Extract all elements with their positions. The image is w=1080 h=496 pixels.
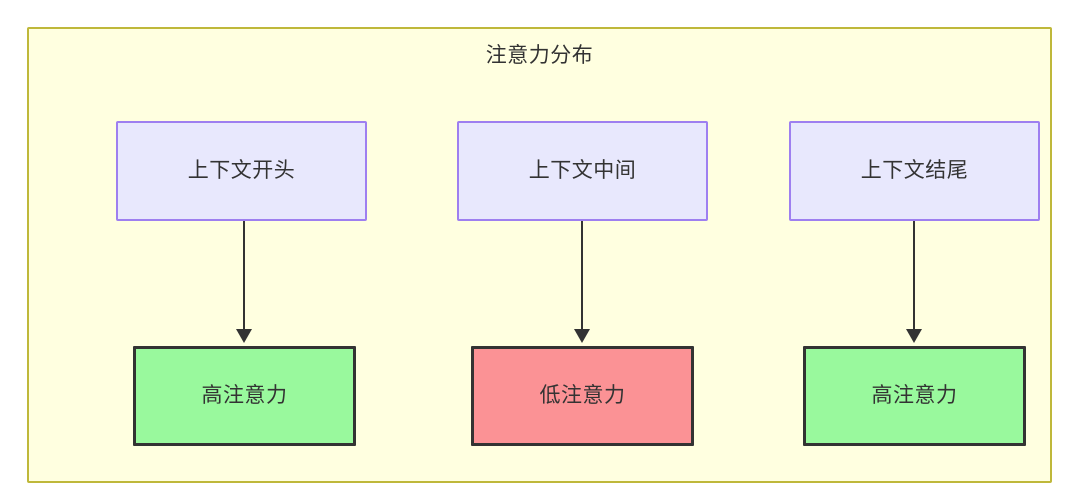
edge-context-start-to-attention bbox=[236, 221, 252, 346]
arrowhead-icon bbox=[574, 329, 590, 343]
node-attention-start[interactable]: 高注意力 bbox=[133, 346, 356, 446]
node-context-start[interactable]: 上下文开头 bbox=[116, 121, 367, 221]
node-context-start-label: 上下文开头 bbox=[187, 159, 296, 182]
node-attention-middle[interactable]: 低注意力 bbox=[471, 346, 694, 446]
attention-distribution-container: 注意力分布 上下文开头 上下文中间 上下文结尾 高注意力 低 bbox=[27, 27, 1052, 483]
edge-context-end-to-attention bbox=[906, 221, 922, 346]
node-context-end-label: 上下文结尾 bbox=[860, 159, 969, 182]
node-attention-end[interactable]: 高注意力 bbox=[803, 346, 1026, 446]
node-context-end[interactable]: 上下文结尾 bbox=[789, 121, 1040, 221]
edge-line bbox=[243, 221, 245, 333]
edge-line bbox=[581, 221, 583, 333]
node-attention-end-label: 高注意力 bbox=[871, 384, 958, 407]
node-context-middle[interactable]: 上下文中间 bbox=[457, 121, 708, 221]
edge-line bbox=[913, 221, 915, 333]
edge-context-middle-to-attention bbox=[574, 221, 590, 346]
node-attention-middle-label: 低注意力 bbox=[539, 384, 626, 407]
node-attention-start-label: 高注意力 bbox=[201, 384, 288, 407]
arrowhead-icon bbox=[906, 329, 922, 343]
node-context-middle-label: 上下文中间 bbox=[528, 159, 637, 182]
arrowhead-icon bbox=[236, 329, 252, 343]
subgraph-title: 注意力分布 bbox=[485, 44, 594, 67]
